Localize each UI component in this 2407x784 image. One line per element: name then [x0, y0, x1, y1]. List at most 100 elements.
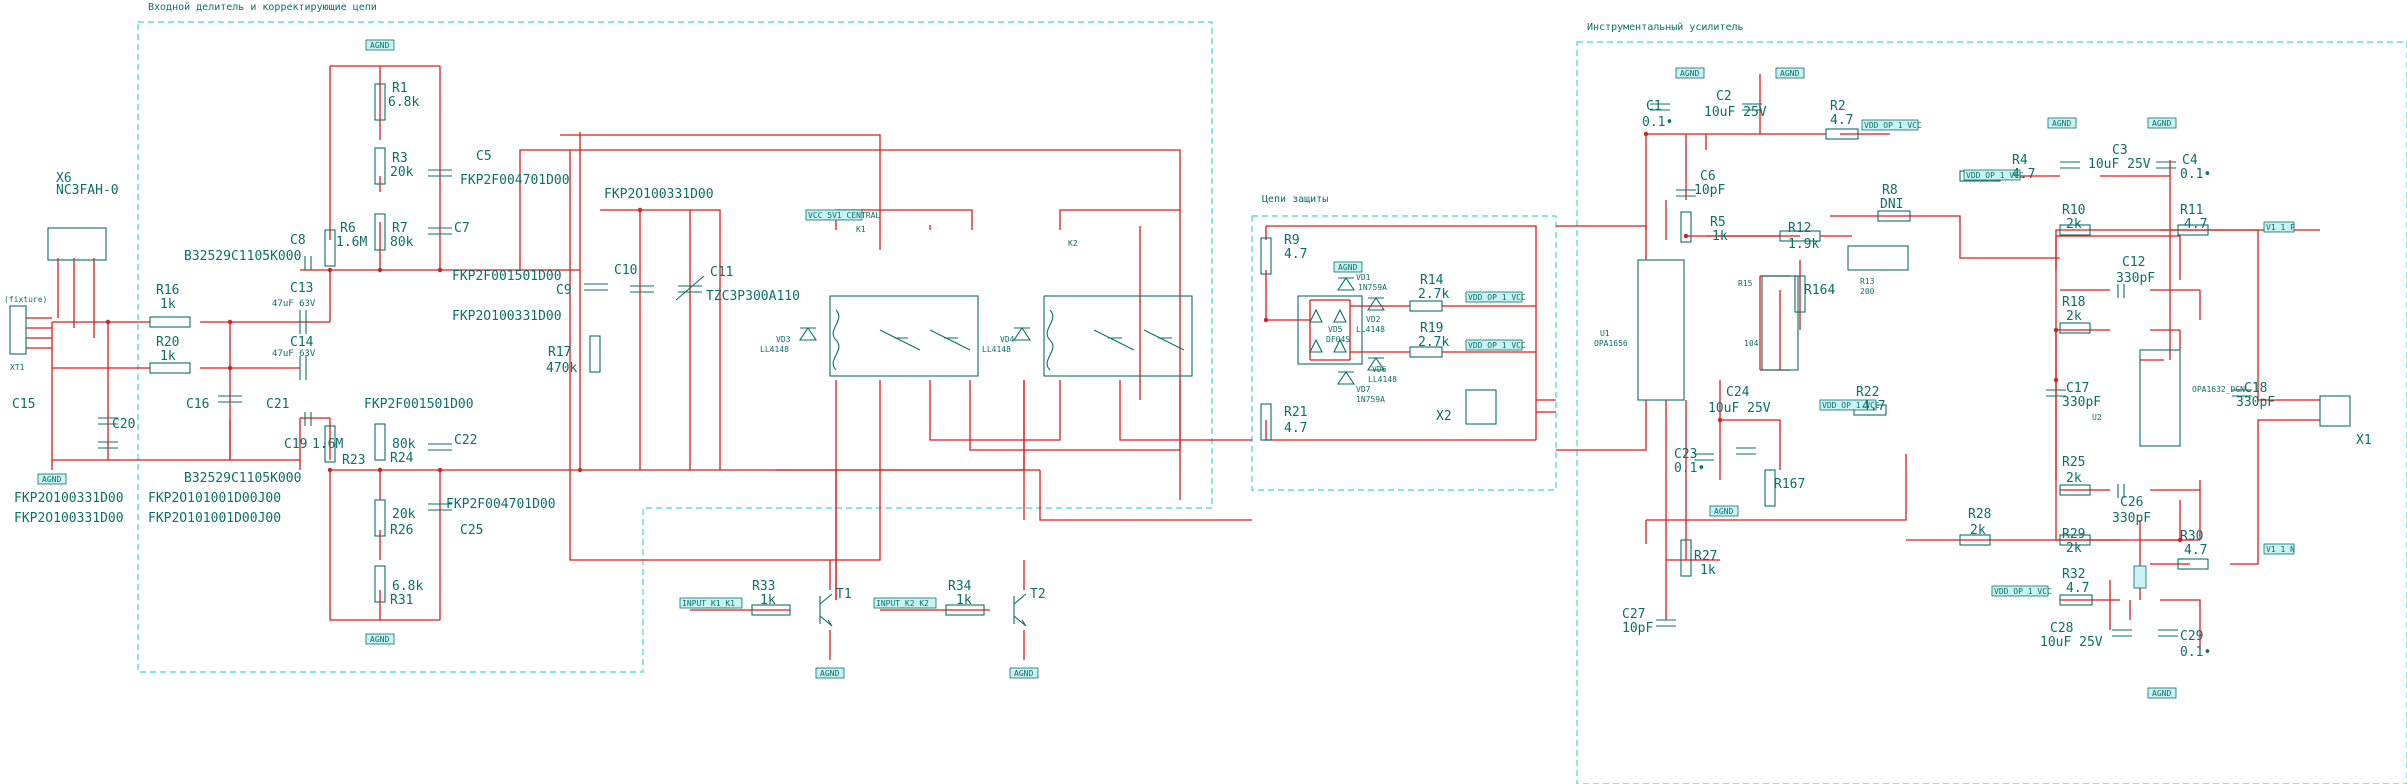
resistor-r7 — [374, 213, 386, 251]
relay-k1-contacts — [879, 329, 971, 351]
resistor-r9 — [1260, 237, 1272, 275]
agnd-flag-t2: AGND — [1014, 669, 1033, 678]
diode-vd6 — [1366, 357, 1386, 371]
resistor-r34 — [945, 604, 985, 616]
relay-k2 — [1043, 295, 1193, 377]
input-divider-frame — [137, 21, 1213, 673]
resistor-r18 — [2059, 322, 2091, 334]
c24-val: 10uF 25V — [1708, 401, 1771, 416]
r30-ref: R30 — [2180, 529, 2203, 544]
c8-val: B32529C1105K000 — [184, 249, 301, 264]
vd6-ref: VD6 — [1372, 365, 1387, 374]
c6-val: 10pF — [1694, 183, 1725, 198]
resistor-r10 — [2059, 224, 2091, 236]
diode-vd1 — [1336, 277, 1356, 291]
power-flags: AGND AGND AGND VCC_5V1_CENTRAL INPUT_K1_… — [37, 39, 2295, 699]
resistor-r8 — [1877, 210, 1911, 222]
capacitor-c25 — [428, 503, 452, 511]
resistor-r30 — [2177, 558, 2209, 570]
vdd-flag-r2: VDD_OP_1_VCC — [1864, 121, 1922, 130]
r29-ref: R29 — [2062, 527, 2085, 542]
resistor-r19 — [1409, 346, 1443, 358]
r11-val: 4.7 — [2184, 217, 2207, 232]
opamp-u1 — [1637, 259, 1685, 401]
capacitor-c27 — [1656, 619, 1676, 627]
r3-val: 20k — [390, 165, 414, 180]
r6-val: 1.6M — [336, 235, 367, 250]
r32-ref: R32 — [2062, 567, 2085, 582]
capacitor-c6 — [1676, 189, 1696, 197]
resistor-r17 — [589, 335, 601, 373]
c27-ref: C27 — [1622, 607, 1645, 622]
opamp-u2 — [2139, 349, 2181, 447]
resistor-r26 — [374, 499, 386, 537]
components — [9, 83, 2351, 637]
k2-ref: K2 — [1068, 239, 1078, 248]
instrumentation-title: Инструментальный усилитель — [1587, 21, 1744, 33]
capacitor-c10 — [630, 285, 654, 293]
c15-val: FKP2O100331D00 — [14, 491, 124, 506]
relay-k1-coil — [832, 309, 840, 371]
c16-ref: C16 — [186, 397, 209, 412]
bridge-vd5 — [1297, 295, 1363, 365]
r18-ref: R18 — [2062, 295, 2085, 310]
vdd-flag-r19: VDD_OP_1_VCC — [1468, 341, 1526, 350]
diode-vd2 — [1366, 297, 1386, 311]
r28-ref: R28 — [1968, 507, 1991, 522]
vd4-ref: VD4 — [1000, 335, 1015, 344]
r4-val: 4.7 — [2012, 167, 2035, 182]
c18-ref: C18 — [2244, 381, 2267, 396]
r5-ref: R5 — [1710, 215, 1726, 230]
connector-x1 — [2319, 395, 2351, 427]
c14-val: 47uF 63V — [272, 349, 316, 359]
resistor-r164 — [1794, 275, 1806, 313]
resistor-r27 — [1680, 539, 1692, 577]
vcc-flag-k1: VCC_5V1_CENTRAL — [808, 211, 880, 220]
c6-ref: C6 — [1700, 169, 1716, 184]
capacitor-c3 — [2060, 161, 2080, 169]
c21-val: FKP2O101001D00J00 — [148, 511, 281, 526]
resistor-r12 — [1779, 230, 1821, 242]
trimmer-r15 — [1761, 275, 1799, 371]
protection-frame — [1251, 215, 1557, 491]
agnd-flag-bottom: AGND — [370, 635, 389, 644]
r24-val: 80k — [392, 437, 416, 452]
vd6-val: LL4148 — [1368, 375, 1397, 384]
diode-vd3 — [798, 327, 818, 341]
vd3-val: LL4148 — [760, 345, 789, 354]
c8-ref: C8 — [290, 233, 306, 248]
resistor-r32 — [2059, 594, 2093, 606]
c11top-val: FKP2O100331D00 — [604, 187, 714, 202]
transistor-t2 — [1013, 593, 1027, 627]
r10-val: 2k — [2066, 217, 2082, 232]
r16-ref: R16 — [156, 283, 179, 298]
r24-ref: R24 — [390, 451, 414, 466]
relay-k2-coil — [1046, 309, 1054, 371]
r27-val: 1k — [1700, 563, 1716, 578]
relay-k2-contacts — [1093, 329, 1185, 351]
r3-ref: R3 — [392, 151, 408, 166]
r34-ref: R34 — [948, 579, 972, 594]
c17-ref: C17 — [2066, 381, 2089, 396]
r22-val: 4.7 — [1862, 399, 1885, 414]
r164-ref: R164 — [1804, 283, 1835, 298]
r29-val: 2k — [2066, 541, 2082, 556]
c4-val: 0.1• — [2180, 167, 2211, 182]
c2-val: 10uF 25V — [1704, 105, 1767, 120]
r4-ref: R4 — [2012, 153, 2028, 168]
r8-ref: R8 — [1882, 183, 1898, 198]
xt1-ref: XT1 — [10, 363, 25, 372]
r32-val: 4.7 — [2066, 581, 2089, 596]
x1-ref: X1 — [2356, 433, 2372, 448]
junctions — [105, 131, 2183, 543]
r25-ref: R25 — [2062, 455, 2085, 470]
r14-val: 2.7k — [1418, 287, 1449, 302]
agnd-flag-c2: AGND — [1780, 69, 1799, 78]
c23-val: 0.1• — [1674, 461, 1705, 476]
vd5-ref: VD5 — [1328, 325, 1343, 334]
capacitor-c9 — [584, 283, 608, 291]
u2-ref: U2 — [2092, 413, 2102, 422]
diode-vd7 — [1336, 371, 1356, 385]
r21-ref: R21 — [1284, 405, 1307, 420]
